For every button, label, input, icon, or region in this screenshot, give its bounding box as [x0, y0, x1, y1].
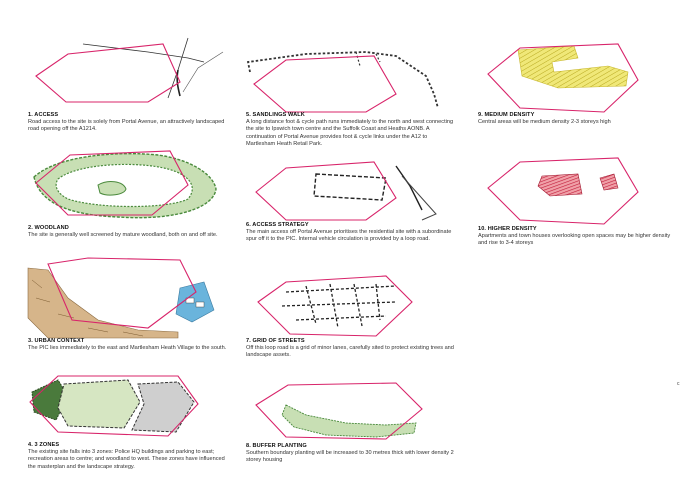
diagram-urban-context: 3. URBAN CONTEXT The PIC lies immediatel…: [27, 257, 228, 351]
grid-lanes: [281, 283, 397, 329]
urban-context-sketch: [27, 257, 215, 339]
diagram-sandlings-walk: 5. SANDLINGS WALK A long distance foot &…: [246, 36, 456, 147]
zone-police-hq: [131, 381, 195, 433]
woodland-sketch: [33, 150, 217, 219]
panel-title: 3. URBAN CONTEXT: [28, 338, 85, 344]
diagram-grid-of-streets: 7. GRID OF STREETS Off this loop road is…: [246, 262, 456, 358]
access-sketch: [35, 37, 224, 103]
site-boundary: [47, 257, 197, 329]
martlesham-heath-village: [27, 267, 179, 339]
diagram-higher-density: 10. HIGHER DENSITY Apartments and town h…: [478, 150, 678, 246]
panel-text: Central areas will be medium density 2-3…: [478, 119, 611, 126]
zone-recreation: [57, 379, 141, 429]
site-boundary: [255, 161, 397, 221]
sandlings-walk-sketch: [246, 51, 439, 113]
zones-sketch: [29, 375, 199, 437]
diagram-woodland: 2. WOODLAND The site is generally well s…: [28, 145, 228, 238]
panel-title: 7. GRID OF STREETS: [246, 338, 305, 344]
site-boundary: [487, 157, 639, 225]
panel-text: The PIC lies immediately to the east and…: [28, 345, 227, 352]
diagram-3-zones: 4. 3 ZONES The existing site falls into …: [28, 372, 228, 470]
road-a1214: [82, 43, 205, 63]
panel-text: The main access off Portal Avenue priori…: [246, 229, 452, 243]
pic-spur: [401, 175, 437, 221]
loop-road: [313, 173, 387, 201]
site-boundary: [487, 43, 639, 113]
panel-text: The existing site falls into 3 zones: Po…: [28, 449, 225, 470]
site-boundary: [257, 275, 413, 337]
portal-avenue-link: [355, 51, 361, 67]
diagram-access: 1. ACCESS Road access to the site is sol…: [28, 30, 228, 132]
panel-title: 2. WOODLAND: [28, 225, 69, 231]
pic-building: [185, 297, 195, 304]
panel-title: 4. 3 ZONES: [28, 442, 60, 448]
panel-text: Apartments and town houses overlooking o…: [478, 233, 671, 247]
panel-text: Off this loop road is a grid of minor la…: [246, 345, 454, 359]
higher-density-sketch: [487, 157, 639, 225]
site-boundary: [29, 375, 199, 437]
diagram-buffer-planting: 8. BUFFER PLANTING Southern boundary pla…: [246, 375, 456, 463]
pic-area: [175, 281, 215, 323]
site-boundary: [35, 43, 181, 103]
diagram-access-strategy: 6. ACCESS STRATEGY The main access off P…: [246, 148, 456, 242]
higher-density-area-west: [537, 173, 583, 197]
higher-density-area-east: [599, 173, 619, 191]
site-boundary: [35, 150, 189, 216]
panel-title: 9. MEDIUM DENSITY: [478, 112, 535, 118]
site-boundary: [253, 55, 397, 113]
woodland-clump: [97, 181, 127, 196]
buffer-planting-sketch: [255, 382, 423, 440]
road-a1214-branch: [182, 51, 224, 93]
diagram-medium-density: 9. MEDIUM DENSITY Central areas will be …: [478, 36, 678, 125]
main-access-road: [395, 165, 423, 211]
medium-density-sketch: [487, 43, 639, 113]
page-mark: c: [677, 381, 680, 387]
panel-title: 8. BUFFER PLANTING: [246, 443, 307, 449]
panel-text: Road access to the site is solely from P…: [28, 119, 225, 133]
panel-text: The site is generally well screened by m…: [28, 232, 218, 239]
village-streets: [31, 279, 144, 337]
site-boundary: [255, 382, 423, 440]
grid-of-streets-sketch: [257, 275, 413, 337]
cycle-link: [375, 53, 381, 63]
pic-building: [195, 301, 205, 308]
panel-title: 1. ACCESS: [28, 112, 59, 118]
sandlings-walk-path: [246, 51, 439, 109]
panel-title: 5. SANDLINGS WALK: [246, 112, 305, 118]
panel-text: Southern boundary planting will be incre…: [246, 450, 454, 464]
buffer-planting-belt: [281, 404, 417, 438]
access-strategy-sketch: [255, 161, 437, 221]
medium-density-area: [517, 45, 629, 89]
panel-title: 10. HIGHER DENSITY: [478, 226, 537, 232]
panel-title: 6. ACCESS STRATEGY: [246, 222, 309, 228]
panel-text: A long distance foot & cycle path runs i…: [246, 119, 454, 147]
